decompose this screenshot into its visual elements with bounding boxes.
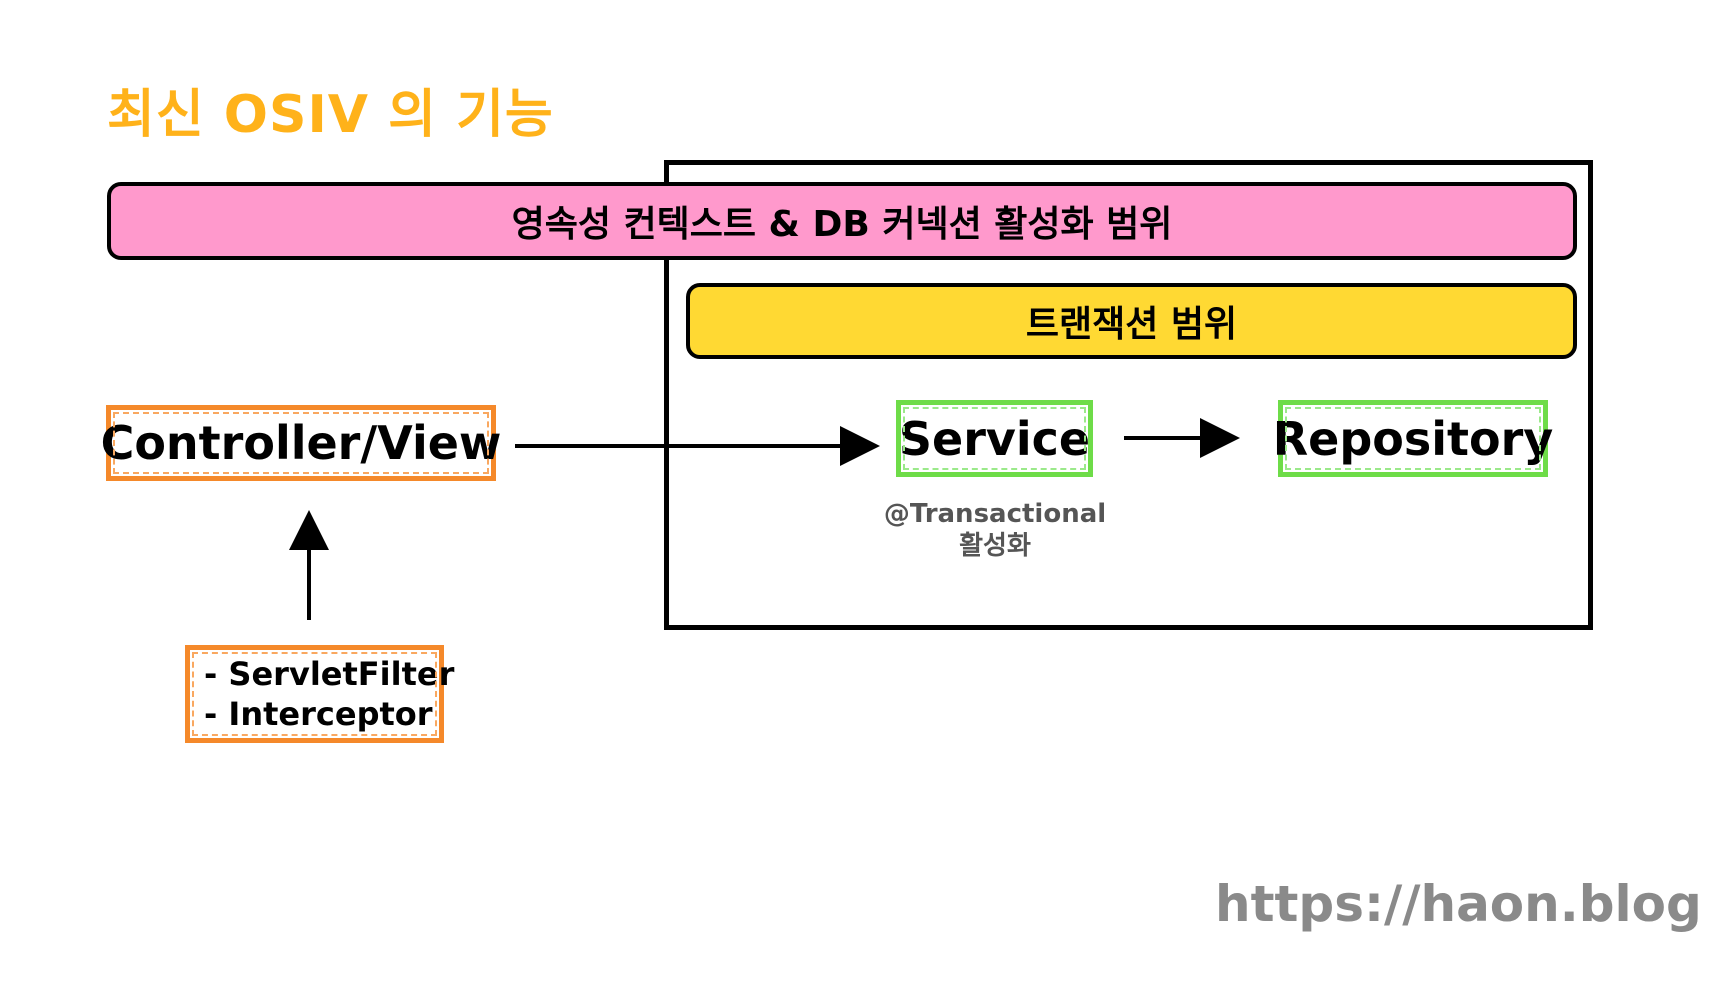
annotation-line-1: @Transactional bbox=[883, 499, 1107, 529]
filter-item-servletfilter: - ServletFilter bbox=[204, 655, 455, 693]
transactional-annotation: @Transactional 활성화 bbox=[880, 498, 1110, 562]
service-node: Service bbox=[896, 400, 1093, 477]
persistence-context-scope-bar: 영속성 컨텍스트 & DB 커넥션 활성화 범위 bbox=[107, 182, 1577, 260]
blog-watermark: https://haon.blog bbox=[1215, 875, 1702, 933]
controller-view-node: Controller/View bbox=[101, 405, 501, 481]
filter-interceptor-node: - ServletFilter - Interceptor bbox=[185, 645, 454, 743]
filter-item-interceptor: - Interceptor bbox=[204, 695, 433, 733]
page-title: 최신 OSIV 의 기능 bbox=[107, 85, 554, 145]
repository-node: Repository bbox=[1273, 400, 1553, 477]
transaction-scope-frame bbox=[664, 160, 1593, 630]
transaction-scope-bar: 트랜잭션 범위 bbox=[686, 283, 1577, 359]
annotation-line-2: 활성화 bbox=[959, 531, 1031, 561]
